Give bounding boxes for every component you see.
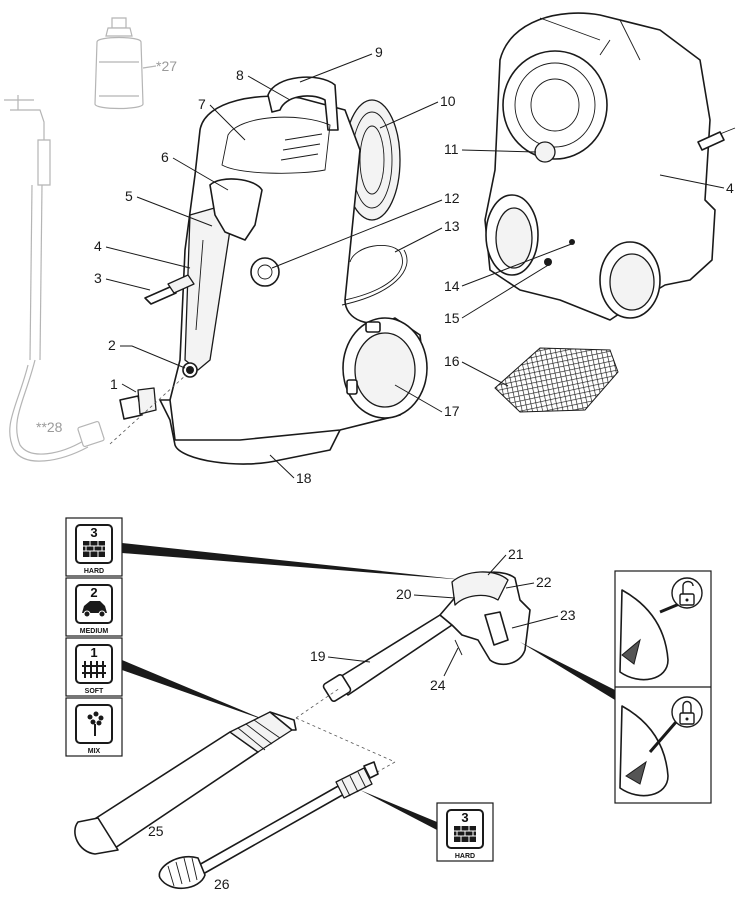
- label-13: 13: [444, 218, 460, 234]
- label-4: 4: [94, 238, 102, 254]
- label-27: *27: [156, 58, 177, 74]
- label-15: 15: [444, 310, 460, 326]
- badge-hard-digit: 3: [90, 525, 97, 540]
- badge-hard-lower-caption: HARD: [455, 853, 475, 860]
- unlocked-padlock-icon: [671, 577, 703, 609]
- badge-soft-digit: 1: [90, 645, 97, 660]
- multi-power-spray-lance: [74, 711, 297, 855]
- label-18: 18: [296, 470, 312, 486]
- label-24: 24: [430, 677, 446, 693]
- locked-padlock-icon: [671, 696, 703, 728]
- label-7: 7: [198, 96, 206, 112]
- label-9: 9: [375, 44, 383, 60]
- badge-mix-caption: MIX: [88, 748, 101, 755]
- label-5: 5: [125, 188, 133, 204]
- badge-medium-digit: 2: [90, 585, 97, 600]
- label-2: 2: [108, 337, 116, 353]
- badge-hard-caption: HARD: [84, 568, 104, 575]
- label-28: **28: [36, 419, 63, 435]
- badge-medium: 2 MEDIUM: [65, 577, 123, 637]
- badge-hard-lower: 3 HARD: [436, 802, 494, 862]
- brick-wall-icon: [83, 541, 105, 557]
- dirt-blaster-lance: [158, 761, 379, 890]
- spray-gun: [322, 571, 531, 702]
- filter-mesh: [494, 347, 619, 413]
- pressure-washer-front-view: [109, 76, 428, 465]
- label-11: 11: [444, 141, 459, 157]
- car-icon: [82, 601, 107, 618]
- label-26: 26: [214, 876, 230, 892]
- badge-medium-caption: MEDIUM: [80, 628, 109, 635]
- label-21: 21: [508, 546, 524, 562]
- label-19: 19: [310, 648, 326, 664]
- badge-hard: 3 HARD: [65, 517, 123, 577]
- label-17: 17: [444, 403, 460, 419]
- flower-icon: [87, 711, 104, 736]
- label-8: 8: [236, 67, 244, 83]
- label-3: 3: [94, 270, 102, 286]
- label-4b: 4: [726, 180, 734, 196]
- badge-soft-caption: SOFT: [85, 688, 104, 695]
- label-25: 25: [148, 823, 164, 839]
- badge-soft: 1 SOFT: [65, 637, 123, 697]
- label-16: 16: [444, 353, 460, 369]
- detergent-bottle: [94, 17, 144, 110]
- label-12: 12: [444, 190, 460, 206]
- label-23: 23: [560, 607, 576, 623]
- brick-wall-icon: [454, 826, 476, 842]
- label-20: 20: [396, 586, 412, 602]
- pressure-washer-rear-view: [484, 12, 736, 321]
- water-tap-and-hose: [4, 95, 105, 462]
- badge-hard-lower-digit: 3: [461, 810, 468, 825]
- label-6: 6: [161, 149, 169, 165]
- label-10: 10: [440, 93, 456, 109]
- fence-icon: [82, 661, 106, 678]
- label-1: 1: [110, 376, 118, 392]
- label-14: 14: [444, 278, 460, 294]
- label-22: 22: [536, 574, 552, 590]
- trigger-lock-panel: [614, 570, 712, 804]
- badge-mix: MIX: [65, 697, 123, 757]
